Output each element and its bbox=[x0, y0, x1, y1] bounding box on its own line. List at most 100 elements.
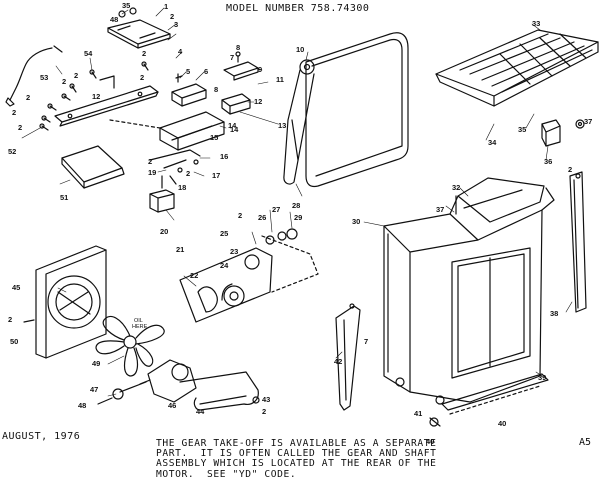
fan-blade bbox=[95, 315, 165, 377]
callout: 42 bbox=[334, 357, 342, 366]
callout: 2 bbox=[26, 93, 30, 102]
callout: 41 bbox=[414, 409, 422, 418]
callout: 33 bbox=[532, 19, 540, 28]
callout: 2 bbox=[8, 315, 12, 324]
gear-takeoff-note: THE GEAR TAKE-OFF IS AVAILABLE AS A SEPA… bbox=[156, 438, 437, 480]
callout: 2 bbox=[170, 12, 174, 21]
cabinet bbox=[383, 177, 555, 403]
part-20-box bbox=[149, 175, 175, 213]
callout: 6 bbox=[204, 67, 208, 76]
callout: 32 bbox=[452, 183, 460, 192]
gear-assembly bbox=[179, 228, 319, 323]
callout: 25 bbox=[220, 229, 228, 238]
callout: 2 bbox=[142, 49, 146, 58]
oil-here-label: OIL bbox=[134, 318, 143, 324]
callout: 11 bbox=[276, 75, 284, 84]
knob bbox=[575, 119, 585, 129]
callout: 37 bbox=[584, 117, 592, 126]
callout: 54 bbox=[84, 49, 93, 58]
callout: 19 bbox=[148, 168, 156, 177]
callout: 2 bbox=[262, 407, 266, 416]
callout: 2 bbox=[74, 71, 78, 80]
shroud-51 bbox=[61, 145, 125, 189]
control-plate-assembly bbox=[107, 7, 171, 49]
callout: 53 bbox=[40, 73, 48, 82]
callout: 7 bbox=[364, 337, 368, 346]
callout: 24 bbox=[220, 261, 229, 270]
callout: 50 bbox=[10, 337, 18, 346]
callout: 5 bbox=[186, 67, 190, 76]
callout: 2 bbox=[568, 165, 572, 174]
control-wiring bbox=[149, 149, 201, 185]
callout: 45 bbox=[12, 283, 20, 292]
callout: 28 bbox=[292, 201, 300, 210]
callout: 14 bbox=[230, 125, 239, 134]
float-part bbox=[541, 119, 561, 147]
bottom-rail bbox=[441, 373, 549, 415]
callout: 16 bbox=[220, 152, 228, 161]
water-tray bbox=[435, 29, 599, 107]
page-code: A5 bbox=[579, 437, 592, 448]
callout: 8 bbox=[236, 43, 240, 52]
callout: 10 bbox=[296, 45, 304, 54]
callout: 8 bbox=[214, 85, 218, 94]
callout: 30 bbox=[352, 217, 360, 226]
leader-lines bbox=[21, 7, 573, 401]
callout: 3 bbox=[174, 20, 178, 29]
callout: 21 bbox=[176, 245, 184, 254]
callout: 34 bbox=[488, 138, 497, 147]
callout: 2 bbox=[18, 123, 22, 132]
callout: 35 bbox=[122, 1, 130, 10]
callout: 44 bbox=[196, 407, 205, 416]
model-number: MODEL NUMBER 758.74300 bbox=[226, 3, 370, 14]
callout: 2 bbox=[238, 211, 242, 220]
callout: 52 bbox=[8, 147, 16, 156]
callout: 7 bbox=[230, 53, 234, 62]
callout: 13 bbox=[278, 121, 286, 130]
bracket-42 bbox=[335, 303, 361, 411]
callout: 48 bbox=[78, 401, 86, 410]
callout: 17 bbox=[212, 171, 220, 180]
side-rail bbox=[569, 171, 587, 313]
callout: 2 bbox=[12, 108, 16, 117]
callout: 27 bbox=[272, 205, 280, 214]
callout: 35 bbox=[518, 125, 526, 134]
callout: 23 bbox=[230, 247, 238, 256]
callout: 38 bbox=[550, 309, 558, 318]
callout: 51 bbox=[60, 193, 68, 202]
callout: 40 bbox=[498, 419, 506, 428]
drive-belt bbox=[283, 59, 315, 185]
callout: 43 bbox=[262, 395, 270, 404]
callout: 1 bbox=[164, 2, 168, 11]
callout: 12 bbox=[254, 97, 262, 106]
callout: 2 bbox=[186, 169, 190, 178]
blower-panel bbox=[305, 32, 409, 188]
callout: 2 bbox=[62, 77, 66, 86]
callout: 15 bbox=[210, 133, 218, 142]
motor-belt bbox=[179, 371, 260, 411]
callout: 2 bbox=[140, 73, 144, 82]
callout: 20 bbox=[160, 227, 168, 236]
callout: 4 bbox=[178, 47, 183, 56]
callout: 39 bbox=[538, 373, 546, 382]
callout: 37 bbox=[436, 205, 444, 214]
callout: 14 bbox=[228, 121, 237, 130]
motor-mount-bar bbox=[54, 75, 159, 127]
callout: 40 bbox=[426, 437, 434, 446]
callout: 49 bbox=[92, 359, 100, 368]
cabinet-feet bbox=[395, 377, 445, 427]
switch-block bbox=[171, 73, 207, 107]
motor bbox=[97, 359, 197, 405]
switch-plate bbox=[223, 51, 259, 81]
control-housing bbox=[109, 111, 225, 151]
callout: 9 bbox=[258, 65, 262, 74]
power-cord bbox=[5, 45, 63, 107]
callout: 36 bbox=[544, 157, 552, 166]
oil-here-label: HERE bbox=[132, 324, 148, 330]
relay-box bbox=[221, 93, 251, 115]
screw-set-left bbox=[39, 61, 149, 131]
callout-labels: 48 35 1 2 3 4 5 6 8 7 8 9 10 11 12 13 14… bbox=[8, 1, 592, 446]
callout: 18 bbox=[178, 183, 186, 192]
callout: 26 bbox=[258, 213, 266, 222]
